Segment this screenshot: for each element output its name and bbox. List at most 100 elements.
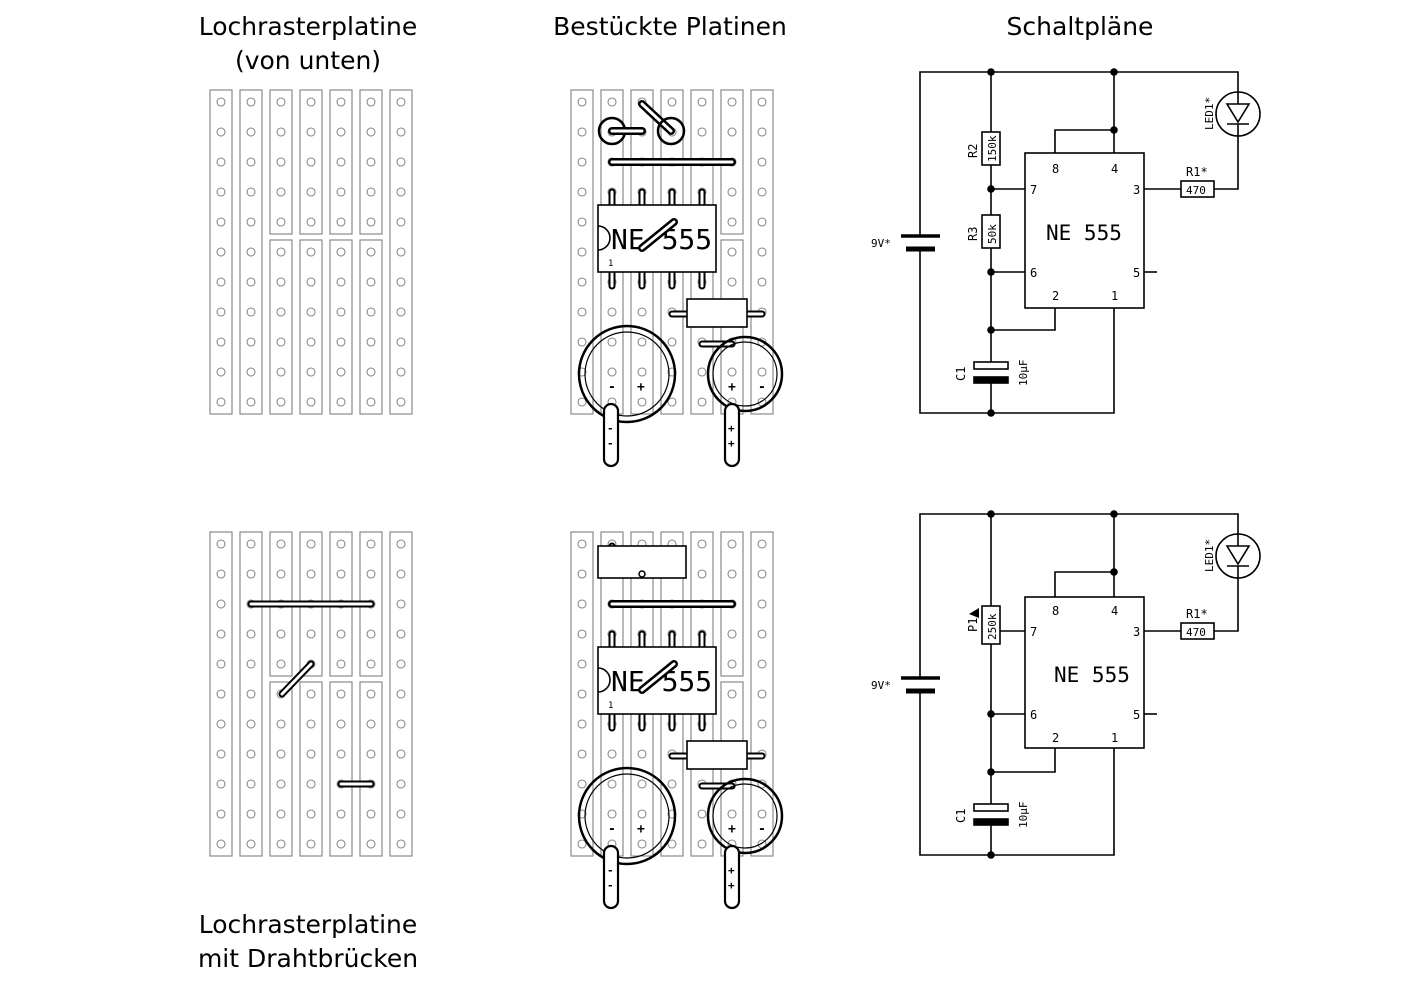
board-hole <box>336 809 346 819</box>
board-hole <box>607 307 617 317</box>
svg-text:8: 8 <box>1052 604 1059 618</box>
svg-text:R1*: R1* <box>1186 607 1208 621</box>
heading-col1-top: Lochrasterplatine (von unten) <box>198 12 418 75</box>
board-hole <box>216 277 226 287</box>
board-hole <box>697 809 707 819</box>
board-hole <box>366 719 376 729</box>
board-hole <box>396 719 406 729</box>
board-hole <box>757 277 767 287</box>
board-hole <box>396 539 406 549</box>
board-hole <box>607 809 617 819</box>
svg-text:+: + <box>728 864 735 877</box>
board-hole <box>306 337 316 347</box>
board-hole <box>697 367 707 377</box>
svg-text:+: + <box>637 822 645 837</box>
board-hole <box>216 629 226 639</box>
board-hole <box>216 779 226 789</box>
board-hole <box>246 659 256 669</box>
svg-text:LED1*: LED1* <box>1203 539 1216 572</box>
board-hole <box>336 187 346 197</box>
board-hole <box>366 539 376 549</box>
stripboard-bridged <box>209 531 413 857</box>
svg-text:C1: C1 <box>954 367 968 381</box>
board-hole <box>757 809 767 819</box>
board-hole <box>246 127 256 137</box>
board-hole <box>336 247 346 257</box>
board-hole <box>727 689 737 699</box>
board-hole <box>667 779 677 789</box>
board-hole <box>727 659 737 669</box>
svg-text:5: 5 <box>1133 266 1140 280</box>
board-hole <box>366 217 376 227</box>
board-hole <box>276 539 286 549</box>
board-hole <box>757 569 767 579</box>
board-hole <box>757 689 767 699</box>
svg-text:NE 555: NE 555 <box>1046 221 1122 245</box>
board-hole <box>757 97 767 107</box>
board-hole <box>577 397 587 407</box>
schematic-bottom-c1 <box>973 803 1009 812</box>
board-hole <box>577 337 587 347</box>
svg-text:10µF: 10µF <box>1017 802 1030 829</box>
copper-strip <box>329 239 353 415</box>
board-hole <box>396 247 406 257</box>
board-hole <box>697 539 707 549</box>
board-hole <box>396 749 406 759</box>
board-hole <box>216 719 226 729</box>
copper-strip <box>269 681 293 857</box>
board-hole <box>216 127 226 137</box>
svg-text:4: 4 <box>1111 162 1118 176</box>
board-hole <box>246 157 256 167</box>
pad-ring-right <box>656 116 686 146</box>
schematic-top-ic <box>1024 152 1145 309</box>
board-hole <box>366 839 376 849</box>
board-hole <box>757 539 767 549</box>
board-hole <box>607 749 617 759</box>
board-hole <box>246 839 256 849</box>
board-hole <box>577 539 587 549</box>
assembled-board-top: NE 555 1 - + + - - - + + <box>570 89 784 468</box>
board-hole <box>336 157 346 167</box>
copper-strip <box>329 681 353 857</box>
board-hole <box>366 659 376 669</box>
board-hole <box>727 247 737 257</box>
board-hole <box>577 659 587 669</box>
svg-text:NE 555: NE 555 <box>1054 663 1130 687</box>
board-hole <box>396 277 406 287</box>
board-hole <box>727 187 737 197</box>
schematic-bottom-ic <box>1024 596 1145 749</box>
svg-text:LED1*: LED1* <box>1203 97 1216 130</box>
board-hole <box>276 157 286 167</box>
board-hole <box>216 307 226 317</box>
board-hole <box>276 307 286 317</box>
board-hole <box>396 157 406 167</box>
board-hole <box>366 337 376 347</box>
svg-text:8: 8 <box>1052 162 1059 176</box>
board-hole <box>396 659 406 669</box>
board-hole <box>577 779 587 789</box>
svg-text:+: + <box>728 879 735 892</box>
svg-text:4: 4 <box>1111 604 1118 618</box>
svg-text:-: - <box>608 822 616 837</box>
board-hole <box>697 127 707 137</box>
board-hole <box>396 337 406 347</box>
board-hole <box>366 157 376 167</box>
board-hole <box>727 97 737 107</box>
wire-bridge-diagonal-top <box>638 100 675 135</box>
svg-text:R2: R2 <box>966 144 980 158</box>
board-hole <box>216 367 226 377</box>
board-hole <box>577 157 587 167</box>
board-hole <box>757 247 767 257</box>
board-hole <box>697 839 707 849</box>
board-hole <box>757 157 767 167</box>
board-hole <box>577 749 587 759</box>
board-hole <box>366 689 376 699</box>
board-hole <box>246 187 256 197</box>
svg-text:9V*: 9V* <box>871 679 891 692</box>
ic-notch <box>597 225 611 251</box>
board-hole <box>637 809 647 819</box>
board-hole <box>246 629 256 639</box>
board-hole <box>276 97 286 107</box>
battery-lead-minus <box>602 402 620 468</box>
